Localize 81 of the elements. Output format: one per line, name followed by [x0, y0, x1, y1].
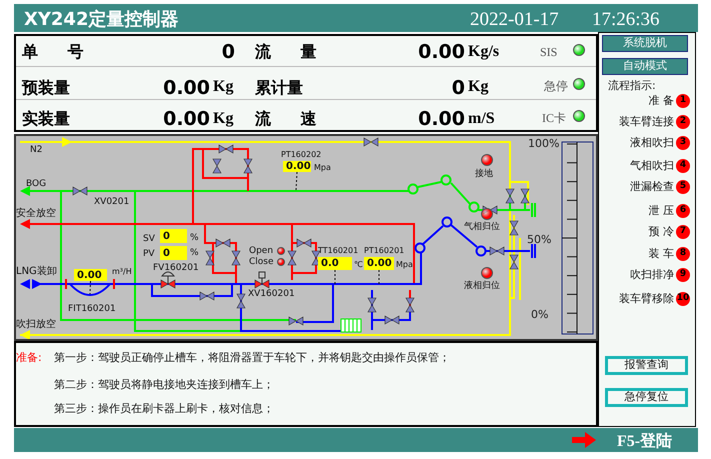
unit-text: Mpa [396, 259, 413, 271]
value-display: 0.00 [364, 257, 394, 270]
lamp-label: Close [249, 256, 274, 269]
unit-text: % [190, 232, 199, 245]
time-text: 17:26:36 [592, 8, 660, 32]
lamp-label: 气相归位 [464, 221, 500, 234]
unit-text: m³/H [112, 266, 132, 278]
scale-label: 50% [527, 232, 552, 248]
step-label: 装车臂移除 [618, 291, 674, 307]
leader-line [378, 270, 380, 284]
leader-line [334, 270, 336, 284]
field-label: 单 号 [22, 41, 96, 63]
value-display: 0 [160, 246, 187, 260]
action-button: 报警查询 [605, 356, 688, 375]
pipe-label: BOG [26, 178, 46, 191]
mode-button: 系统脱机 [602, 35, 688, 52]
instruction-text: 第二步：驾驶员将静电接地夹连接到槽车上； [54, 377, 274, 393]
unit-text: ℃ [354, 259, 363, 271]
unit-text: Kg [468, 77, 488, 97]
step-label: 准 备 [648, 93, 674, 109]
unit-text: Kg/s [468, 42, 500, 62]
step-label: 装车臂连接 [618, 114, 674, 130]
leader-line [90, 280, 91, 294]
step-label: 泄 压 [648, 203, 674, 219]
instruction-text: 第一步：驾驶员正确停止槽车，将阻滑器置于车轮下，并将钥匙交由操作员保管； [54, 350, 450, 366]
pipe-label: 吹扫放空 [16, 318, 56, 332]
step-label: 气相吹扫 [629, 158, 674, 174]
value-display: 0 [160, 229, 187, 243]
field-label: 实装量 [22, 108, 70, 130]
mode-button: 自动模式 [602, 58, 688, 75]
unit-text: Kg [213, 109, 234, 129]
field-value: 0.00 [417, 107, 465, 132]
note-label: 准备: [16, 350, 42, 366]
action-button: 急停复位 [605, 388, 688, 407]
leader-line [296, 172, 298, 192]
value-display: 0.00 [283, 161, 311, 172]
field-label: 预装量 [22, 77, 70, 99]
scale-label: 100% [528, 136, 560, 152]
field-value: 0.00 [417, 40, 465, 65]
lamp-label: IC卡 [542, 110, 566, 127]
instruction-text: 第三步：操作员在刷卡器上刷卡，核对信息； [54, 401, 274, 417]
unit-text: Kg [213, 77, 234, 97]
tag-label: TT160201 [318, 245, 358, 257]
tag-label: PT160202 [281, 149, 322, 161]
field-value: 0.00 [162, 76, 210, 101]
field-label: 流 量 [255, 41, 329, 63]
tag-label: PT160201 [364, 245, 404, 257]
step-label: 装 车 [648, 246, 674, 262]
unit-text: % [190, 247, 199, 260]
tag-label: FV160201 [153, 262, 199, 275]
field-label: 累计量 [255, 77, 303, 99]
scale-label: 0% [531, 307, 548, 323]
value-display: 0.00 [74, 269, 107, 281]
unit-text: m/S [468, 109, 495, 129]
field-value: 0 [220, 40, 235, 65]
unit-text: Mpa [314, 162, 331, 174]
step-label: 泄漏检查 [629, 179, 674, 195]
field-value: 0 [450, 76, 465, 101]
field-value: 0.00 [162, 107, 210, 132]
step-label: 吹扫排净 [629, 267, 674, 283]
pipe-label: 安全放空 [16, 206, 56, 221]
field-label: 流 速 [255, 108, 329, 130]
section-label: 流程指示: [608, 78, 656, 94]
tag-label: SV [143, 233, 155, 246]
date-text: 2022-01-17 [470, 8, 559, 32]
lamp-label: Open [249, 245, 274, 257]
title-text: XY242定量控制器 [24, 8, 178, 32]
tag-label: PV [143, 248, 155, 261]
lamp-label: 急停 [544, 78, 568, 95]
tag-label: FIT160201 [68, 303, 116, 316]
step-label: 液相吹扫 [629, 135, 674, 151]
pipe-label: LNG装卸 [16, 264, 57, 279]
lamp-label: 液相归位 [464, 280, 500, 293]
tag-label: XV0201 [94, 196, 130, 209]
tag-label: XV160201 [248, 288, 295, 301]
step-label: 预 冷 [648, 224, 674, 240]
lamp-label: 接地 [475, 168, 493, 181]
pipe-label: N2 [30, 144, 42, 157]
lamp-label: SIS [540, 44, 558, 61]
login-hint: F5-登陆 [617, 432, 672, 452]
value-display: 0.0 [318, 257, 352, 270]
